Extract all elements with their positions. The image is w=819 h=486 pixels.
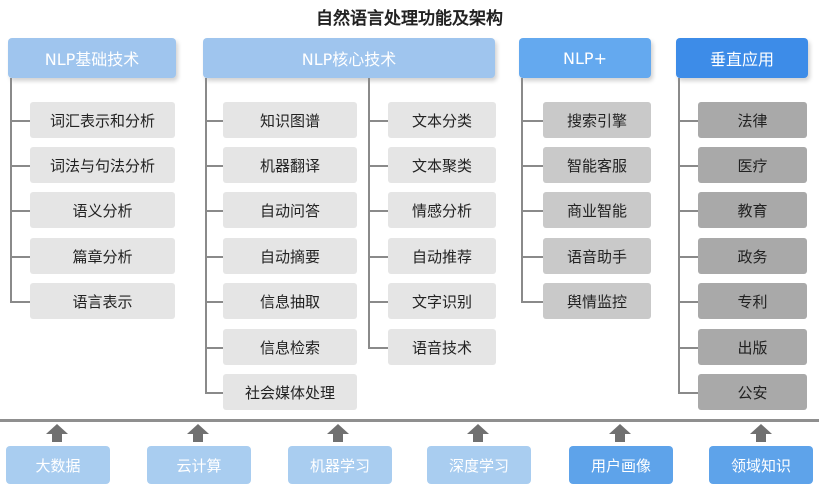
up-arrow-icon (467, 424, 489, 434)
connector-line (368, 347, 388, 349)
connector-line (521, 210, 543, 212)
up-arrow-icon (52, 434, 62, 442)
up-arrow-icon (333, 434, 343, 442)
foundation-box: 机器学习 (288, 446, 392, 484)
nlp-plus-item: 智能客服 (543, 147, 651, 183)
connector-line (678, 120, 698, 122)
foundation-box: 大数据 (6, 446, 110, 484)
up-arrow-icon (615, 434, 625, 442)
nlp-plus-item: 语音助手 (543, 238, 651, 274)
connector-line (368, 78, 370, 348)
connector-line (368, 120, 388, 122)
connector-line (678, 256, 698, 258)
up-arrow-icon (46, 424, 68, 434)
connector-line (368, 165, 388, 167)
header-nlp-core: NLP核心技术 (203, 38, 495, 78)
up-arrow-icon (327, 424, 349, 434)
basic-item: 语言表示 (30, 283, 175, 319)
core-item: 文字识别 (388, 283, 496, 319)
core-item: 信息检索 (223, 329, 357, 365)
connector-line (10, 301, 30, 303)
connector-line (10, 120, 30, 122)
up-arrow-icon (750, 424, 772, 434)
up-arrow-icon (756, 434, 766, 442)
connector-line (10, 78, 12, 302)
core-item: 语音技术 (388, 329, 496, 365)
connector-line (205, 165, 223, 167)
foundation-box: 用户画像 (569, 446, 673, 484)
connector-line (368, 256, 388, 258)
up-arrow-icon (473, 434, 483, 442)
basic-item: 词汇表示和分析 (30, 102, 175, 138)
foundation-box: 云计算 (147, 446, 251, 484)
core-item: 文本分类 (388, 102, 496, 138)
up-arrow-icon (187, 424, 209, 434)
core-item: 社会媒体处理 (223, 374, 357, 410)
connector-line (205, 120, 223, 122)
basic-item: 词法与句法分析 (30, 147, 175, 183)
vertical-app-item: 出版 (698, 329, 807, 365)
connector-line (678, 347, 698, 349)
connector-line (10, 256, 30, 258)
up-arrow-icon (193, 434, 203, 442)
connector-line (678, 78, 680, 393)
base-line (0, 419, 819, 422)
vertical-app-item: 法律 (698, 102, 807, 138)
basic-item: 语义分析 (30, 192, 175, 228)
connector-line (205, 301, 223, 303)
connector-line (521, 256, 543, 258)
connector-line (678, 392, 698, 394)
vertical-app-item: 医疗 (698, 147, 807, 183)
connector-line (205, 392, 223, 394)
connector-line (368, 210, 388, 212)
nlp-plus-item: 搜索引擎 (543, 102, 651, 138)
header-vertical-apps: 垂直应用 (676, 38, 808, 78)
connector-line (10, 165, 30, 167)
foundation-box: 领域知识 (709, 446, 813, 484)
up-arrow-icon (609, 424, 631, 434)
connector-line (10, 210, 30, 212)
core-item: 文本聚类 (388, 147, 496, 183)
core-item: 自动问答 (223, 192, 357, 228)
core-item: 自动摘要 (223, 238, 357, 274)
connector-line (521, 78, 523, 302)
basic-item: 篇章分析 (30, 238, 175, 274)
core-item: 情感分析 (388, 192, 496, 228)
core-item: 自动推荐 (388, 238, 496, 274)
core-item: 机器翻译 (223, 147, 357, 183)
connector-line (521, 301, 543, 303)
connector-line (205, 347, 223, 349)
header-nlp-plus: NLP+ (519, 38, 651, 78)
diagram-title: 自然语言处理功能及架构 (316, 9, 503, 29)
connector-line (205, 210, 223, 212)
connector-line (521, 165, 543, 167)
connector-line (521, 120, 543, 122)
vertical-app-item: 专利 (698, 283, 807, 319)
connector-line (205, 78, 207, 393)
vertical-app-item: 教育 (698, 192, 807, 228)
header-nlp-basic: NLP基础技术 (8, 38, 176, 78)
nlp-plus-item: 舆情监控 (543, 283, 651, 319)
vertical-app-item: 政务 (698, 238, 807, 274)
connector-line (678, 165, 698, 167)
vertical-app-item: 公安 (698, 374, 807, 410)
connector-line (678, 301, 698, 303)
foundation-box: 深度学习 (427, 446, 531, 484)
connector-line (205, 256, 223, 258)
nlp-plus-item: 商业智能 (543, 192, 651, 228)
core-item: 知识图谱 (223, 102, 357, 138)
connector-line (368, 301, 388, 303)
connector-line (678, 210, 698, 212)
core-item: 信息抽取 (223, 283, 357, 319)
